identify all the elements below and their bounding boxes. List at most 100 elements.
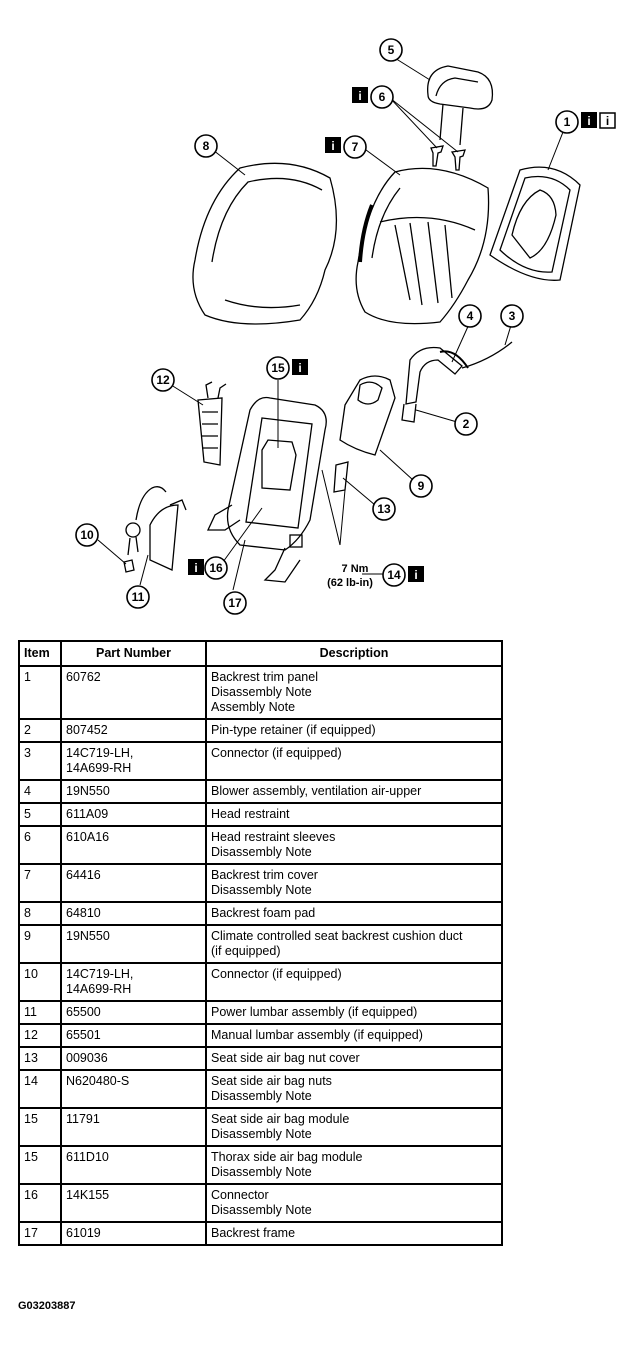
description-cell: Pin-type retainer (if equipped)	[205, 718, 503, 743]
part-number-line: N620480-S	[66, 1074, 130, 1088]
note-link[interactable]: Disassembly Note	[211, 1203, 312, 1217]
description-line: Backrest foam pad	[211, 906, 316, 920]
description-cell: Climate controlled seat backrest cushion…	[205, 924, 503, 964]
info-icon[interactable]: i	[352, 87, 368, 103]
table-row: 17 61019 Backrest frame	[18, 1221, 503, 1246]
torque-value-lbin: (62 lb-in)	[327, 577, 373, 589]
description-line: Seat side air bag nuts	[211, 1074, 332, 1088]
part-number-cell: 14C719-LH,14A699-RH	[60, 741, 207, 781]
item-cell: 8	[18, 901, 62, 926]
info-outline-icon[interactable]: i	[599, 112, 616, 129]
description-line: Backrest frame	[211, 1226, 296, 1240]
svg-text:i: i	[194, 561, 197, 575]
callout-15: 15	[271, 361, 285, 375]
note-link[interactable]: Disassembly Note	[211, 883, 312, 897]
part-number-cell: 807452	[60, 718, 207, 743]
blower-assembly-drawing	[401, 346, 469, 423]
description-cell: Backrest foam pad	[205, 901, 503, 926]
note-link[interactable]: Disassembly Note	[211, 685, 312, 699]
info-icon[interactable]: i	[581, 112, 597, 128]
item-cell: 15	[18, 1145, 62, 1185]
exploded-seat-diagram: 5 6 7 8 1 4 3 2 9 15 12 13 14 16 17 10 1…	[75, 38, 616, 615]
head-restraint-drawing	[427, 65, 494, 146]
item-cell: 3	[18, 741, 62, 781]
part-number-cell: 19N550	[60, 924, 207, 964]
item-cell: 9	[18, 924, 62, 964]
callout-2: 2	[463, 417, 470, 431]
part-number-cell: 64810	[60, 901, 207, 926]
item-cell: 16	[18, 1183, 62, 1223]
part-number-line: 64416	[66, 868, 101, 882]
part-number-line: 611A09	[66, 807, 109, 821]
callout-3: 3	[509, 309, 516, 323]
description-line: (if equipped)	[211, 944, 281, 958]
part-number-cell: 60762	[60, 665, 207, 720]
note-link[interactable]: Disassembly Note	[211, 1165, 312, 1179]
nut-cover-drawing	[333, 461, 349, 493]
description-line: Power lumbar assembly (if equipped)	[211, 1005, 418, 1019]
svg-text:i: i	[331, 139, 334, 153]
part-number-line: 61019	[66, 1226, 101, 1240]
callout-1: 1	[564, 115, 571, 129]
note-link[interactable]: Assembly Note	[211, 700, 296, 714]
item-cell: 1	[18, 665, 62, 720]
description-line: Head restraint sleeves	[211, 830, 336, 844]
head-restraint-sleeves-drawing	[430, 145, 466, 171]
part-number-line: 64810	[66, 906, 101, 920]
part-number-cell: 11791	[60, 1107, 207, 1147]
part-number-cell: 65500	[60, 1000, 207, 1025]
note-link[interactable]: Disassembly Note	[211, 1089, 312, 1103]
callout-17: 17	[228, 596, 242, 610]
item-cell: 17	[18, 1221, 62, 1246]
description-line: Seat side air bag nut cover	[211, 1051, 360, 1065]
part-number-cell: 009036	[60, 1046, 207, 1071]
note-link[interactable]: Disassembly Note	[211, 1127, 312, 1141]
item-cell: 4	[18, 779, 62, 804]
side-air-bag-module-drawing	[261, 439, 297, 491]
description-line: Connector	[211, 1188, 269, 1202]
item-cell: 10	[18, 962, 62, 1002]
info-icon[interactable]: i	[408, 566, 424, 582]
part-number-line: 009036	[66, 1051, 108, 1065]
part-number-cell: 611A09	[60, 802, 207, 827]
info-icon[interactable]: i	[188, 559, 204, 575]
svg-text:i: i	[606, 114, 609, 128]
svg-text:i: i	[414, 568, 417, 582]
item-cell: 11	[18, 1000, 62, 1025]
callout-16: 16	[209, 561, 223, 575]
item-cell: 5	[18, 802, 62, 827]
callout-9: 9	[418, 479, 425, 493]
callout-12: 12	[156, 373, 170, 387]
note-link[interactable]: Disassembly Note	[211, 845, 312, 859]
part-number-line: 14K155	[66, 1188, 110, 1202]
part-number-cell: 611D10	[60, 1145, 207, 1185]
callout-4: 4	[467, 309, 474, 323]
backrest-cushion-duct-drawing	[339, 375, 396, 456]
description-line: Connector (if equipped)	[211, 967, 342, 981]
callout-6: 6	[379, 90, 386, 104]
table-row: 8 64810 Backrest foam pad	[18, 901, 503, 926]
part-number-line: 65501	[66, 1028, 101, 1042]
description-cell: Blower assembly, ventilation air-upper	[205, 779, 503, 804]
part-number-line: 60762	[66, 670, 101, 684]
description-cell: Manual lumbar assembly (if equipped)	[205, 1023, 503, 1048]
callout-13: 13	[377, 502, 391, 516]
info-icon[interactable]: i	[292, 359, 308, 375]
description-line: Pin-type retainer (if equipped)	[211, 723, 376, 737]
info-icon[interactable]: i	[325, 137, 341, 153]
